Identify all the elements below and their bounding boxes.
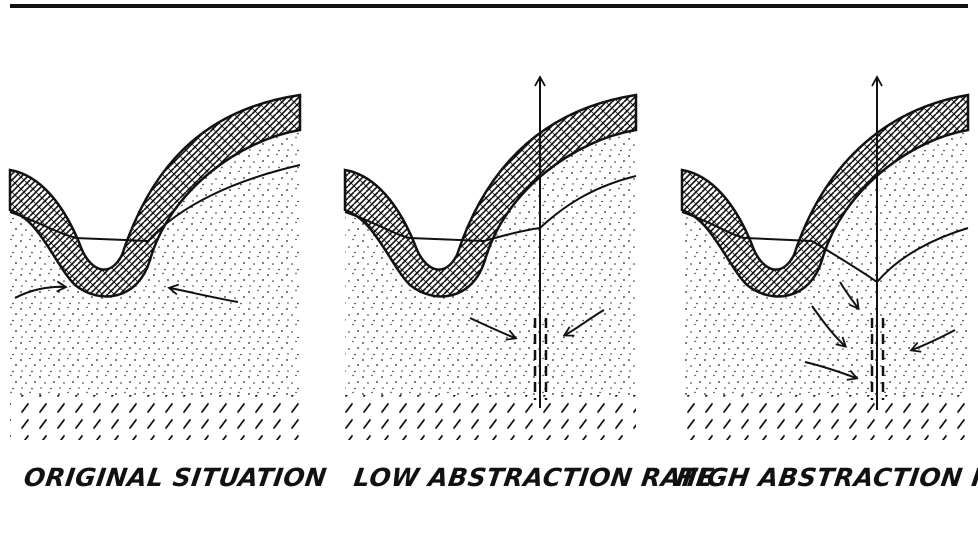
bedrock-layer [10,395,300,440]
inflow-arrow-middle [811,305,848,348]
water-table [9,164,301,242]
river-water-level [74,237,149,242]
clay-layer [343,93,638,298]
inflow-arrow-right [562,309,605,337]
inflow-arrow-upper [839,281,860,311]
panel-high-abstraction [680,75,970,440]
panel-original-situation [8,93,302,440]
inflow-arrow-right [909,329,956,353]
bedrock-layer [682,395,968,440]
clay-layer [8,93,302,298]
inflow-arrow-left [469,317,518,341]
inflow-arrow-right [167,283,239,303]
inflow-arrow-left [14,280,68,299]
caption-original-situation: ORIGINAL SITUATION [22,463,329,492]
water-table [344,175,637,242]
inflow-arrow-lower [804,361,859,381]
sand-layer [345,95,636,400]
river-water-level [409,237,485,242]
bedrock-layer [345,395,636,440]
panel-low-abstraction [343,75,638,440]
clay-layer [680,93,970,298]
river-water-level [744,237,813,242]
caption-high-abstraction: HIGH ABSTRACTION RATE [674,463,978,492]
caption-low-abstraction: LOW ABSTRACTION RATE [352,463,716,492]
